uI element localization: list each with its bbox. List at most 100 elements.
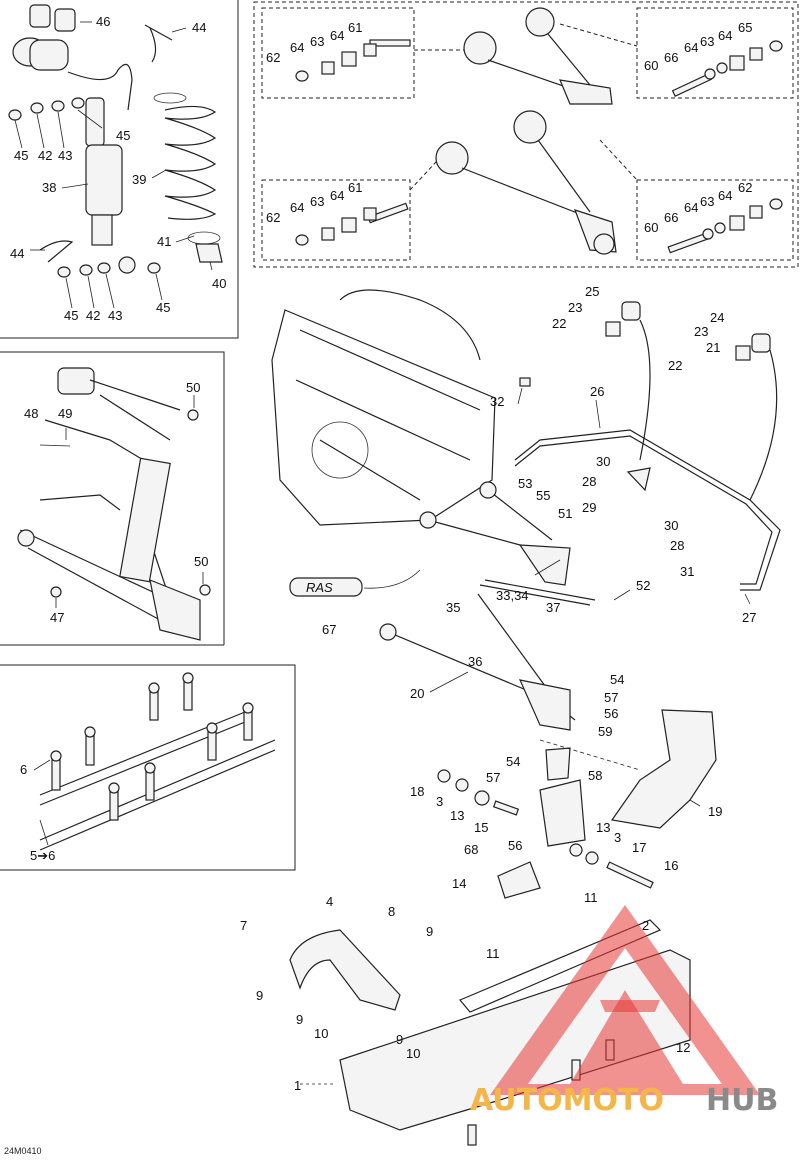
callout-23: 23 — [568, 300, 582, 315]
callout-62: 62 — [266, 50, 280, 65]
callout-50: 50 — [194, 554, 208, 569]
callout-47: 47 — [50, 610, 64, 625]
callout-3: 3 — [614, 830, 621, 845]
callout-42: 42 — [86, 308, 100, 323]
callout-14: 14 — [452, 876, 466, 891]
callout-45: 45 — [64, 308, 78, 323]
callout-33-34: 33,34 — [496, 588, 529, 603]
callout-51: 51 — [558, 506, 572, 521]
callout-2: 2 — [642, 918, 649, 933]
callout-18: 18 — [410, 784, 424, 799]
callout-20: 20 — [410, 686, 424, 701]
callout-28: 28 — [670, 538, 684, 553]
callout-9: 9 — [396, 1032, 403, 1047]
callout-7: 7 — [240, 918, 247, 933]
callout-22: 22 — [552, 316, 566, 331]
callout-66: 66 — [664, 210, 678, 225]
callout-63: 63 — [310, 194, 324, 209]
shock-leaders — [14, 21, 213, 309]
hardware-row-top-right — [671, 40, 783, 97]
callout-64: 64 — [290, 40, 304, 55]
callout-38: 38 — [42, 180, 56, 195]
callout-64: 64 — [290, 200, 304, 215]
callout-67: 67 — [322, 622, 336, 637]
callout-29: 29 — [582, 500, 596, 515]
callout-44: 44 — [10, 246, 24, 261]
callout-40: 40 — [212, 276, 226, 291]
callout-42: 42 — [38, 148, 52, 163]
callout-58: 58 — [588, 768, 602, 783]
callout-62: 62 — [738, 180, 752, 195]
callout-59: 59 — [598, 724, 612, 739]
callout-56: 56 — [604, 706, 618, 721]
callout-35: 35 — [446, 600, 460, 615]
callout-54: 54 — [610, 672, 624, 687]
callout-25: 25 — [585, 284, 599, 299]
callout-43: 43 — [108, 308, 122, 323]
callout-30: 30 — [664, 518, 678, 533]
callout-64: 64 — [330, 188, 344, 203]
callout-57: 57 — [486, 770, 500, 785]
hardware-row-top-left — [295, 39, 411, 82]
callout-54: 54 — [506, 754, 520, 769]
callout-68: 68 — [464, 842, 478, 857]
callout-22: 22 — [668, 358, 682, 373]
svg-text:RAS: RAS — [306, 580, 333, 595]
callout-64: 64 — [684, 40, 698, 55]
callout-10: 10 — [314, 1026, 328, 1041]
automotohub-watermark: AUTOMOTO HUB — [470, 905, 778, 1118]
callout-45: 45 — [14, 148, 28, 163]
callout-63: 63 — [700, 194, 714, 209]
callout-50: 50 — [186, 380, 200, 395]
callout-19: 19 — [708, 804, 722, 819]
callout-55: 55 — [536, 488, 550, 503]
callout-9: 9 — [296, 1012, 303, 1027]
callout-60: 60 — [644, 58, 658, 73]
callout-49: 49 — [58, 406, 72, 421]
hardware-row-bottom-left — [295, 202, 409, 246]
callout-52: 52 — [636, 578, 650, 593]
watermark-word-automoto: AUTOMOTO — [470, 1083, 664, 1118]
callout-65: 65 — [738, 20, 752, 35]
callout-45: 45 — [156, 300, 170, 315]
callout-9: 9 — [256, 988, 263, 1003]
callout-64: 64 — [330, 28, 344, 43]
callout-53: 53 — [518, 476, 532, 491]
callout-41: 41 — [157, 234, 171, 249]
side-assembly-illustration — [17, 367, 211, 641]
callout-11: 11 — [486, 946, 500, 961]
callout-26: 26 — [590, 384, 604, 399]
callout-39: 39 — [132, 172, 146, 187]
callout-labels: 46 44 45 42 43 45 38 39 44 41 40 45 42 4… — [10, 14, 756, 1093]
callout-21: 21 — [706, 340, 720, 355]
panel-frames — [0, 0, 799, 871]
callout-62: 62 — [266, 210, 280, 225]
callout-60: 60 — [644, 220, 658, 235]
callout-28: 28 — [582, 474, 596, 489]
callout-37: 37 — [546, 600, 560, 615]
callout-17: 17 — [632, 840, 646, 855]
callout-23: 23 — [694, 324, 708, 339]
diagram-code: 24M0410 — [4, 1146, 42, 1156]
callout-61: 61 — [348, 20, 362, 35]
callout-46: 46 — [96, 14, 110, 29]
callout-48: 48 — [24, 406, 38, 421]
callout-32: 32 — [490, 394, 504, 409]
callout-5-to-6: 5➔6 — [30, 848, 55, 863]
callout-12: 12 — [676, 1040, 690, 1055]
callout-3: 3 — [436, 794, 443, 809]
callout-45: 45 — [116, 128, 130, 143]
runner-illustration — [33, 672, 276, 851]
callout-31: 31 — [680, 564, 694, 579]
callout-13: 13 — [450, 808, 464, 823]
callout-57: 57 — [604, 690, 618, 705]
callout-6: 6 — [20, 762, 27, 777]
callout-15: 15 — [474, 820, 488, 835]
callout-27: 27 — [742, 610, 756, 625]
callout-9: 9 — [426, 924, 433, 939]
callout-16: 16 — [664, 858, 678, 873]
callout-64: 64 — [718, 28, 732, 43]
callout-63: 63 — [700, 34, 714, 49]
callout-10: 10 — [406, 1046, 420, 1061]
